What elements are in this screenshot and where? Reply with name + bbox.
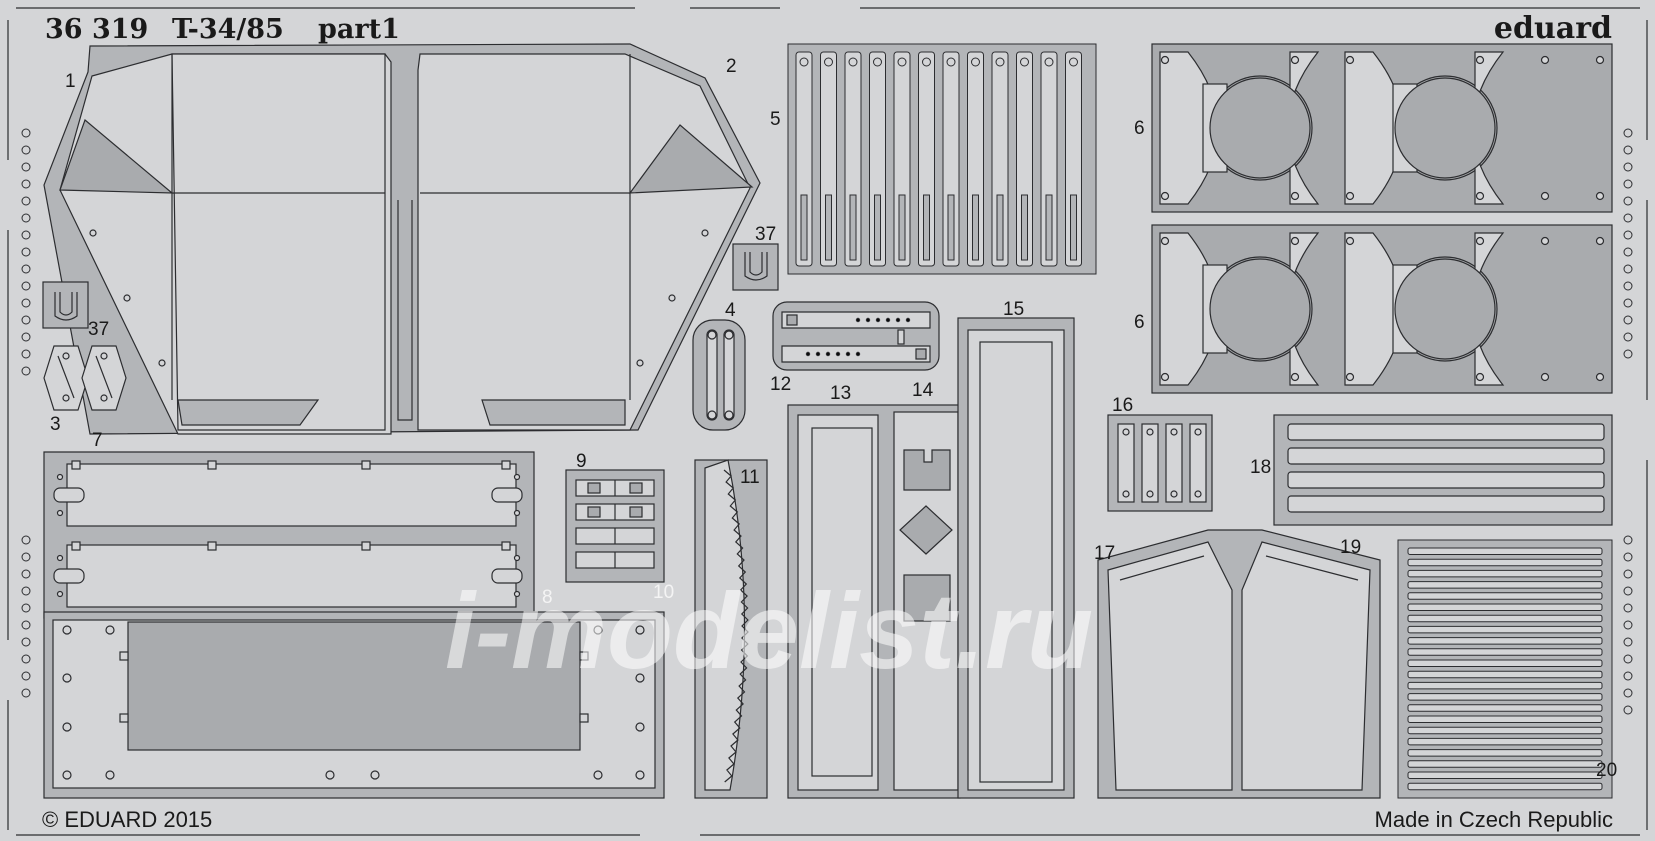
part-number-3: 3: [50, 414, 61, 435]
copyright-text: © EDUARD 2015: [42, 807, 212, 832]
part-number-17: 17: [1094, 543, 1115, 564]
product-code: 36 319: [45, 14, 148, 45]
part-37-bracket-right: [732, 243, 779, 291]
part-number-20: 20: [1596, 760, 1617, 781]
part-1-2-engine-deck: [43, 43, 761, 435]
part-number-16: 16: [1112, 395, 1133, 416]
part-20-slats: [1397, 539, 1613, 799]
part-number-7: 7: [92, 430, 103, 451]
part-number-18: 18: [1250, 457, 1271, 478]
part-15-tall-panel: [957, 317, 1075, 799]
watermark-text: i-modelist.ru: [445, 570, 1093, 691]
fret-border: [7, 7, 1648, 836]
part-17-19-fenders: [1097, 529, 1381, 799]
part-8-plate: [43, 611, 665, 799]
part-number-1: 1: [65, 71, 76, 92]
part-number-10: 10: [653, 582, 674, 603]
part-number-15: 15: [1003, 299, 1024, 320]
origin-text: Made in Czech Republic: [1375, 807, 1613, 832]
part-number-2: 2: [726, 56, 737, 77]
left-hole-column-lower: [21, 535, 31, 698]
part-16-clips: [1107, 414, 1213, 512]
part-number-37b: 37: [88, 319, 109, 340]
part-6-ring-set-lower: [1151, 224, 1613, 394]
part-12-strap: [772, 301, 940, 371]
brand-logo: eduard: [1494, 11, 1612, 46]
left-hole-column-upper: [21, 128, 31, 376]
part-5-strips: [787, 43, 1097, 275]
right-hole-column-lower: [1623, 535, 1633, 715]
part-number-5: 5: [770, 109, 781, 130]
part-number-4: 4: [725, 300, 736, 321]
part-37-bracket-left: [42, 281, 89, 329]
part-number-19: 19: [1340, 537, 1361, 558]
part-number-13: 13: [830, 383, 851, 404]
right-hole-column-upper: [1623, 128, 1633, 359]
part-number-6a: 6: [1134, 118, 1145, 139]
part-7-side-rails: [43, 451, 535, 619]
model-name: T-34/85: [172, 14, 284, 45]
part-6-ring-set-upper: [1151, 43, 1613, 213]
part-number-8: 8: [542, 587, 553, 608]
part-11-serrated-strip: [694, 459, 768, 799]
part-number-6b: 6: [1134, 312, 1145, 333]
part-number-12: 12: [770, 374, 791, 395]
part-18-rods: [1273, 414, 1613, 526]
part-9-hinges: [565, 469, 665, 583]
part-label: part1: [318, 14, 400, 45]
part-number-37a: 37: [755, 224, 776, 245]
part-13-14-box-panels: [787, 404, 961, 799]
part-number-14: 14: [912, 380, 934, 401]
part-4-links: [692, 319, 746, 431]
part-number-11: 11: [740, 467, 760, 488]
part-number-9: 9: [576, 451, 587, 472]
part-3-clamps: [43, 345, 127, 411]
